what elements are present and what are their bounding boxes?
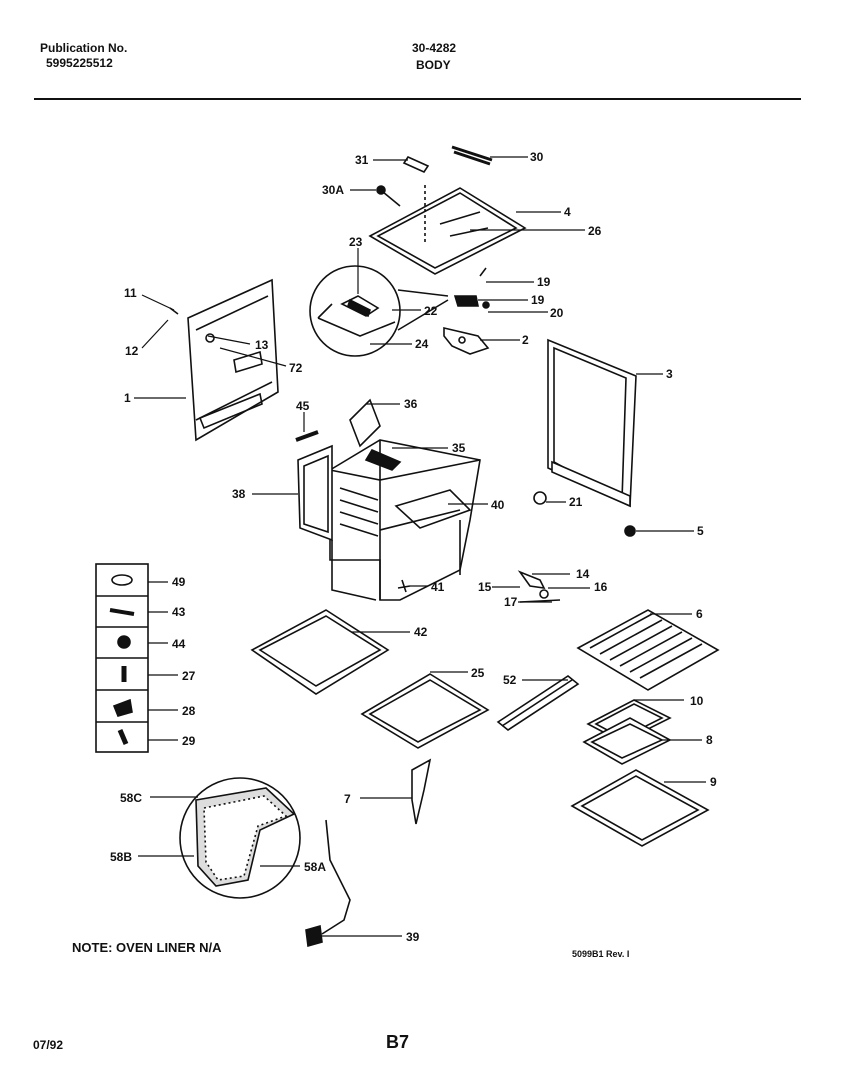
callout-13: 13 bbox=[255, 338, 269, 352]
publication-number: 5995225512 bbox=[46, 56, 113, 70]
callout-44: 44 bbox=[172, 637, 186, 651]
footer-date: 07/92 bbox=[33, 1038, 64, 1052]
part-7-bracket bbox=[411, 758, 432, 825]
callout-19-upper: 19 bbox=[537, 275, 551, 289]
callout-21: 21 bbox=[569, 495, 583, 509]
part-52-trim bbox=[496, 675, 580, 731]
part-3-side-panel bbox=[547, 338, 637, 508]
callout-42: 42 bbox=[414, 625, 428, 639]
part-22-23-24-detail bbox=[309, 265, 449, 357]
callout-29: 29 bbox=[182, 734, 196, 748]
range-body-frame bbox=[329, 398, 481, 601]
callout-9: 9 bbox=[710, 775, 717, 789]
callout-27: 27 bbox=[182, 669, 196, 683]
callout-3: 3 bbox=[666, 367, 673, 381]
callout-40: 40 bbox=[491, 498, 505, 512]
callout-2: 2 bbox=[522, 333, 529, 347]
callout-4: 4 bbox=[564, 205, 571, 219]
callout-49: 49 bbox=[172, 575, 186, 589]
callout-36: 36 bbox=[404, 397, 418, 411]
callout-1: 1 bbox=[124, 391, 131, 405]
part-42-bottom-panel bbox=[250, 609, 390, 695]
hardware-legend-boxes bbox=[95, 563, 149, 753]
part-1-back-panel bbox=[169, 278, 279, 442]
callout-58c: 58C bbox=[120, 791, 142, 805]
callout-30: 30 bbox=[530, 150, 544, 164]
callout-26: 26 bbox=[588, 224, 602, 238]
callout-43: 43 bbox=[172, 605, 186, 619]
part-45-clip bbox=[295, 430, 319, 442]
part-39-power-cord bbox=[305, 819, 351, 948]
callout-45: 45 bbox=[296, 399, 310, 413]
callout-16: 16 bbox=[594, 580, 608, 594]
part-19-20-hardware bbox=[453, 267, 490, 309]
callout-20: 20 bbox=[550, 306, 564, 320]
callout-10: 10 bbox=[690, 694, 704, 708]
part-38-frame bbox=[297, 444, 333, 542]
header-rule bbox=[34, 98, 801, 100]
callout-7: 7 bbox=[344, 792, 351, 806]
part-14-17-hardware bbox=[517, 570, 561, 603]
callout-52: 52 bbox=[503, 673, 517, 687]
callout-14: 14 bbox=[576, 567, 590, 581]
part-30a-screw bbox=[376, 185, 401, 207]
callout-39: 39 bbox=[406, 930, 420, 944]
part-4-cooktop bbox=[368, 185, 527, 275]
callout-72: 72 bbox=[289, 361, 303, 375]
callout-58b: 58B bbox=[110, 850, 132, 864]
callout-41: 41 bbox=[431, 580, 445, 594]
callout-19-lower: 19 bbox=[531, 293, 545, 307]
oven-liner-note: NOTE: OVEN LINER N/A bbox=[72, 940, 222, 955]
part-31-bracket bbox=[402, 155, 430, 174]
part-30-rod bbox=[451, 145, 493, 166]
part-9-tray bbox=[570, 769, 710, 847]
part-6-oven-rack bbox=[576, 609, 720, 691]
publication-label: Publication No. bbox=[40, 41, 128, 55]
callout-38: 38 bbox=[232, 487, 246, 501]
callout-6: 6 bbox=[696, 607, 703, 621]
callout-30a: 30A bbox=[322, 183, 344, 197]
callout-11: 11 bbox=[124, 286, 137, 300]
callout-24: 24 bbox=[415, 337, 429, 351]
part-41-clip bbox=[397, 579, 411, 593]
part-58-insulation-detail bbox=[179, 777, 301, 899]
callout-25: 25 bbox=[471, 666, 485, 680]
callout-35: 35 bbox=[452, 441, 466, 455]
part-2-bracket bbox=[443, 326, 490, 355]
callout-23: 23 bbox=[349, 235, 363, 249]
callout-5: 5 bbox=[697, 524, 704, 538]
footer-page: B7 bbox=[386, 1032, 410, 1052]
part-5-foot bbox=[624, 525, 636, 537]
model-code: 30-4282 bbox=[412, 41, 457, 55]
callout-8: 8 bbox=[706, 733, 713, 747]
callout-15: 15 bbox=[478, 580, 492, 594]
part-21-knob bbox=[533, 491, 547, 505]
callout-58a: 58A bbox=[304, 860, 326, 874]
callout-22: 22 bbox=[424, 304, 438, 318]
callout-28: 28 bbox=[182, 704, 196, 718]
callout-12: 12 bbox=[125, 344, 139, 358]
section-title: BODY bbox=[416, 58, 451, 72]
callout-31: 31 bbox=[355, 153, 369, 167]
callout-17: 17 bbox=[504, 595, 518, 609]
part-25-panel bbox=[360, 673, 490, 749]
drawing-reference: 5099B1 Rev. I bbox=[572, 949, 630, 959]
